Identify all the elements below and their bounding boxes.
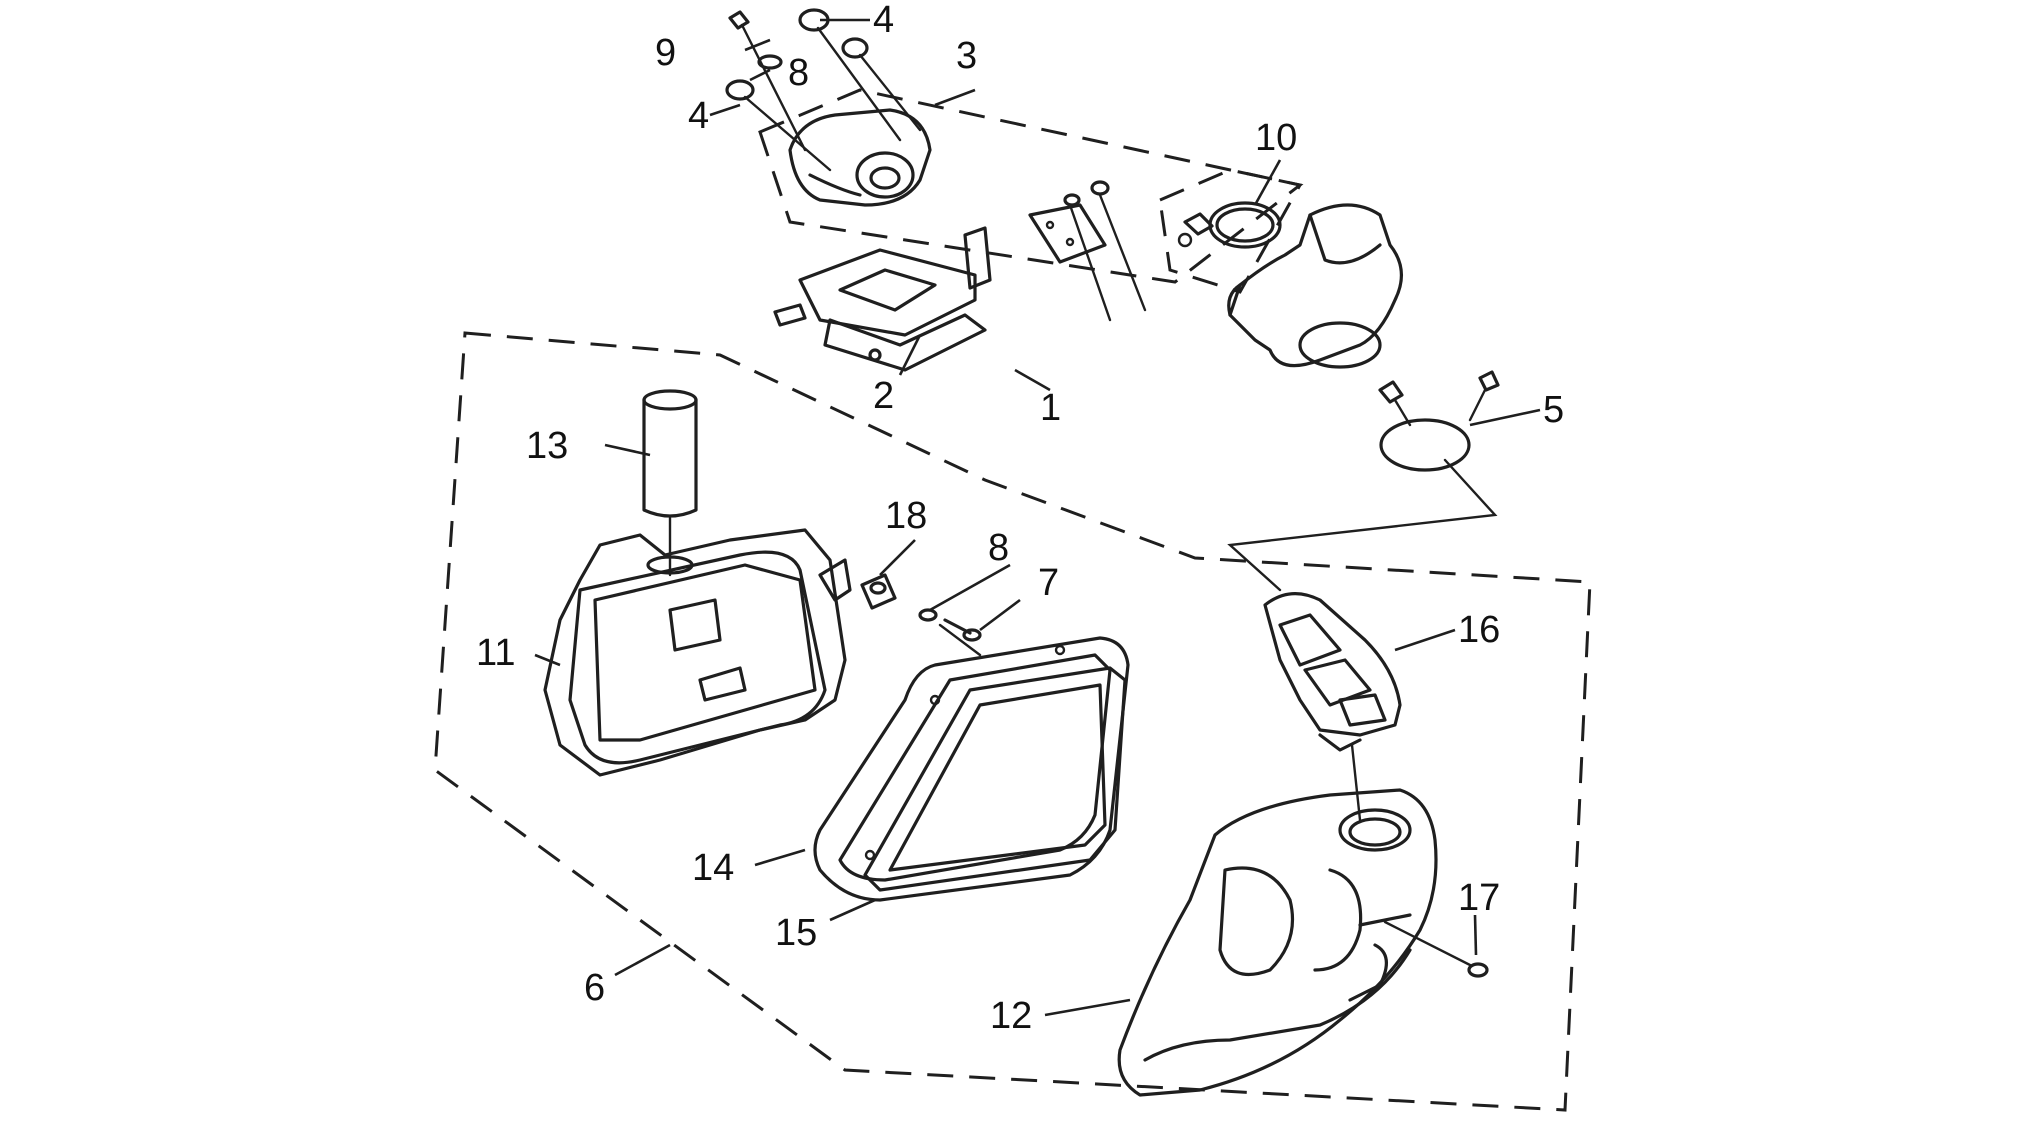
label-13: 13 — [526, 425, 568, 467]
intake-manifold — [1227, 203, 1403, 369]
leader-lines — [534, 18, 1541, 1017]
carburetor-assembly — [788, 108, 932, 207]
filter-gasket-part-15 — [863, 666, 1127, 892]
label-8-top: 8 — [788, 52, 809, 94]
label-10: 10 — [1255, 117, 1297, 159]
grommet-part-18 — [860, 573, 897, 610]
label-12: 12 — [990, 995, 1032, 1037]
label-16: 16 — [1458, 609, 1500, 651]
label-11: 11 — [476, 632, 515, 674]
group-boundary-10 — [1158, 168, 1303, 294]
airbox-part-12 — [1117, 788, 1438, 1097]
reed-valve-part-2 — [773, 248, 987, 372]
label-6: 6 — [584, 967, 605, 1009]
clamp-part-10 — [1177, 201, 1282, 249]
label-7: 7 — [1038, 562, 1059, 604]
label-2: 2 — [873, 375, 894, 417]
label-3: 3 — [956, 35, 977, 77]
label-5: 5 — [1543, 389, 1564, 431]
nut-part-4-left — [725, 79, 832, 172]
label-15: 15 — [775, 912, 817, 954]
label-4-left: 4 — [688, 95, 709, 137]
filter-part-13 — [642, 389, 698, 577]
screw-part-17 — [1383, 920, 1489, 978]
label-17: 17 — [1458, 877, 1500, 919]
intake-boot-part-16 — [1263, 592, 1402, 822]
label-1: 1 — [1040, 387, 1061, 429]
washer-part-8-lower — [918, 608, 938, 622]
label-18: 18 — [885, 495, 927, 537]
label-14: 14 — [692, 847, 734, 889]
label-8-lower: 8 — [988, 527, 1009, 569]
gasket-part-5 — [1227, 370, 1500, 592]
label-4-top: 4 — [873, 0, 894, 41]
filter-frame-part-14 — [813, 636, 1130, 902]
label-9: 9 — [655, 32, 676, 74]
screw-part-7 — [938, 618, 982, 657]
airbox-part-11 — [543, 528, 852, 777]
group-boundary-6 — [433, 331, 1592, 1112]
part-number-labels: 9 4 8 4 3 10 2 1 5 13 18 8 7 11 16 14 15… — [476, 0, 1564, 1037]
group-boundary-3 — [758, 88, 1304, 284]
reed-plate-part-1 — [963, 180, 1147, 322]
washer-part-8-top — [757, 54, 783, 70]
